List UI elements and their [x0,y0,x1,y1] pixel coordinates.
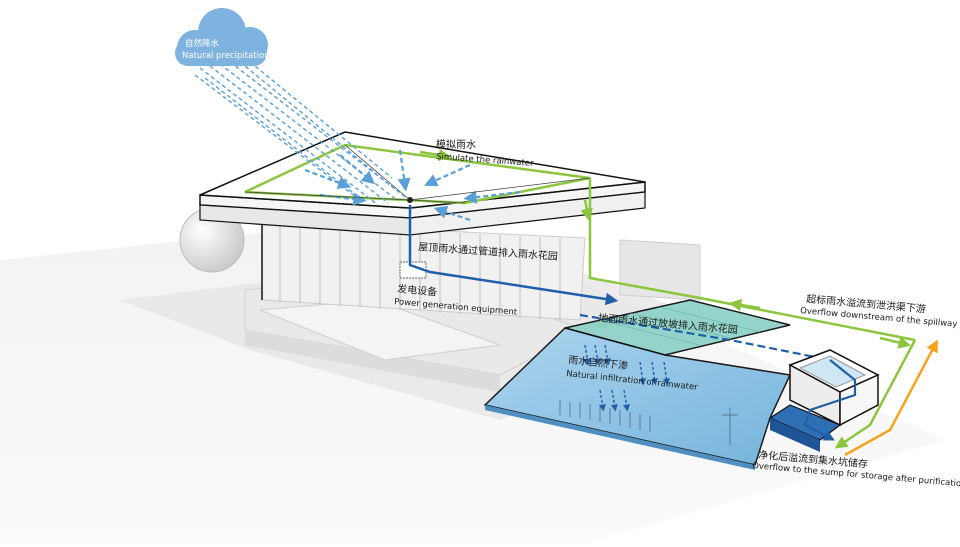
green-spill-arrow [834,339,917,449]
cloud-icon [175,8,268,66]
green-arrow-east [879,336,912,349]
green-arrow-top [419,148,452,162]
cloud-label-cn: 自然降水 [185,38,220,49]
cloud-label-en: Natural precipitation [182,51,270,61]
green-arrow-overflow [728,298,761,312]
roof-ridge-lines [244,144,591,204]
green-arrow-right [580,199,593,222]
equipment-label-cn: 发电设备 [397,282,438,298]
platform-front [245,330,500,392]
roof-drain [407,197,413,203]
rain-streaks [194,61,409,206]
sump-blue-loop [803,359,857,441]
orange-overflow-path [844,339,938,457]
roof-label-cn: 模拟雨水 [436,138,476,151]
basin-plants [559,400,738,445]
channel-grid [599,306,761,346]
infiltration-arrows [583,344,670,412]
rear-block [619,239,701,301]
roof-drain-pipe [408,205,619,306]
sump-tank-right [839,373,879,427]
sump-well-inner [798,355,867,388]
sump-storage-front [770,418,820,452]
green-downpipe [588,178,916,342]
basin-front [485,405,755,470]
